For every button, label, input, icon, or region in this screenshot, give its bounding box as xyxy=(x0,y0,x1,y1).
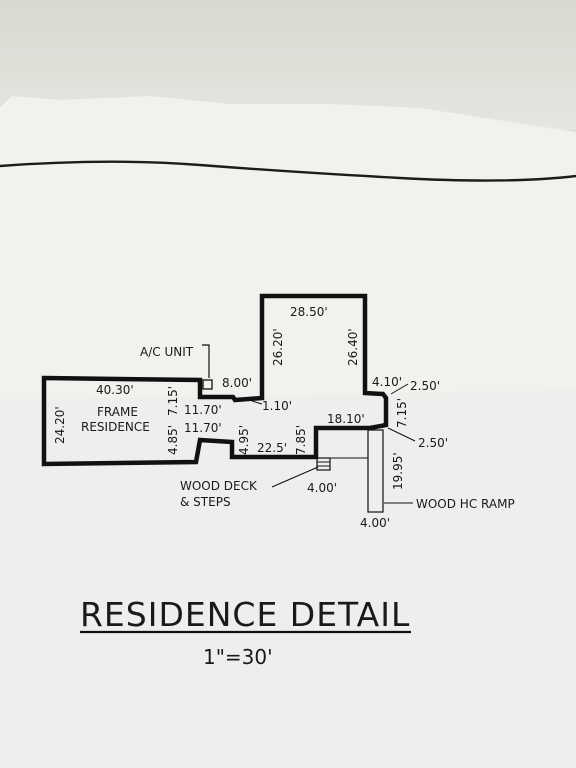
dim-2-50-top: 2.50' xyxy=(410,379,440,393)
ac-unit-label: A/C UNIT xyxy=(140,345,194,359)
sheet-border-line xyxy=(0,160,576,182)
dim-22-5: 22.5' xyxy=(257,441,287,455)
dim-2-50-bottom: 2.50' xyxy=(418,436,448,450)
dim-4-00-ramp: 4.00' xyxy=(360,516,390,530)
dim-4-10: 4.10' xyxy=(372,375,402,389)
dim-7-15-right: 7.15' xyxy=(395,398,409,428)
wood-deck-steps xyxy=(316,457,331,471)
drawing-scale: 1"=30' xyxy=(203,645,273,669)
dim-7-85: 7.85' xyxy=(294,425,308,455)
paper-sheet xyxy=(0,96,576,768)
dim-28-50: 28.50' xyxy=(290,305,328,319)
ac-unit-box xyxy=(202,379,213,390)
ramp-label: WOOD HC RAMP xyxy=(416,497,515,511)
dim-4-85: 4.85' xyxy=(166,425,180,455)
paper-shade xyxy=(0,390,576,768)
ac-unit-leader xyxy=(202,344,210,378)
dim-19-95: 19.95' xyxy=(391,452,405,490)
drawing-title: RESIDENCE DETAIL xyxy=(80,595,410,634)
dim-24-20: 24.20' xyxy=(53,406,67,444)
residence-label: RESIDENCE xyxy=(81,420,150,434)
dim-7-15-left: 7.15' xyxy=(166,386,180,416)
dim-40-30-top: 40.30' xyxy=(96,383,134,397)
leader-2-50-bottom xyxy=(387,427,416,442)
wood-hc-ramp xyxy=(367,429,384,513)
residence-outline xyxy=(41,293,389,467)
leader-2-50-top xyxy=(390,383,409,395)
dim-26-40: 26.40' xyxy=(346,328,360,366)
dim-4-00-deck: 4.00' xyxy=(307,481,337,495)
wood-deck-label: WOOD DECK xyxy=(180,479,258,493)
dim-11-70-bottom: 11.70' xyxy=(184,421,222,435)
leader-1-10 xyxy=(251,400,263,405)
steps-label: & STEPS xyxy=(180,495,231,509)
dim-4-95: 4.95' xyxy=(237,425,251,455)
dim-8-00: 8.00' xyxy=(222,376,252,390)
dim-18-10: 18.10' xyxy=(327,412,365,426)
dim-11-70-top: 11.70' xyxy=(184,403,222,417)
dim-26-20: 26.20' xyxy=(271,328,285,366)
deck-leader xyxy=(271,466,319,488)
frame-label: FRAME xyxy=(97,405,138,419)
dim-1-10: 1.10' xyxy=(262,399,292,413)
